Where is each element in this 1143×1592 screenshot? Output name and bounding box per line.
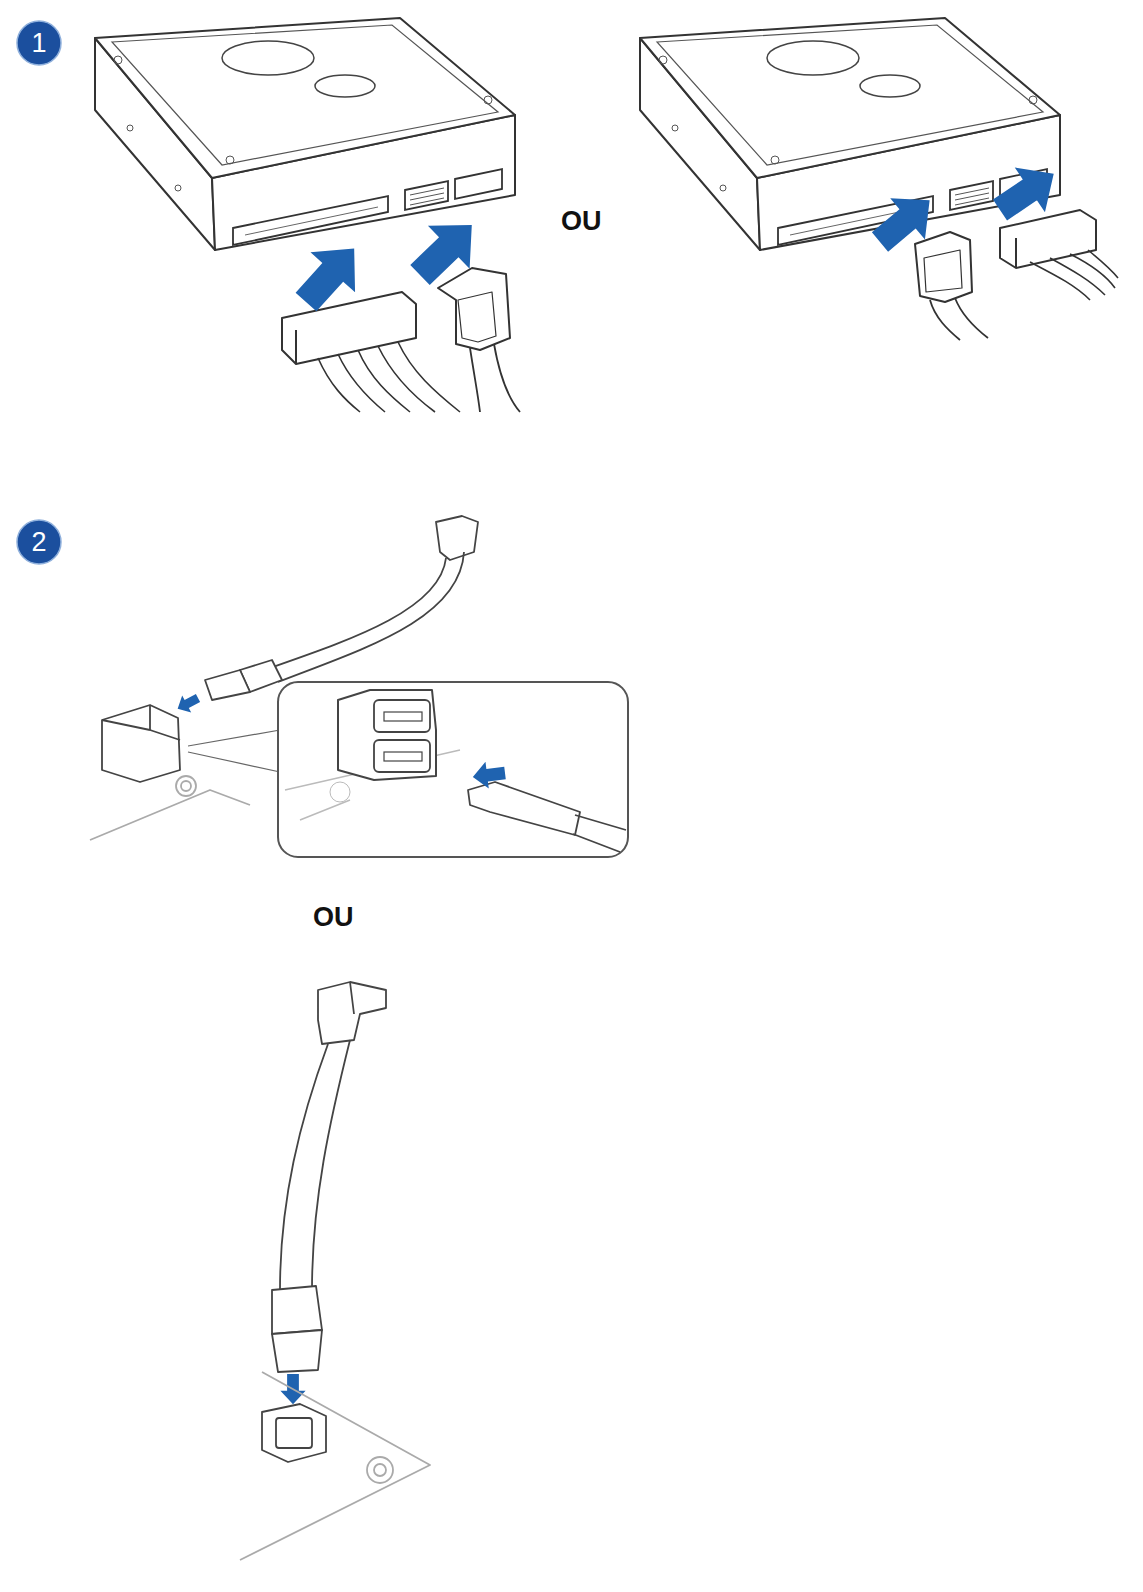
callout-circle: 2: [16, 519, 62, 565]
sata-power-plug: [282, 292, 460, 412]
insert-arrow: [863, 180, 947, 263]
hard-drive: [640, 18, 1060, 250]
insert-arrow: [471, 760, 506, 791]
or-label: OU: [561, 206, 602, 237]
sata-data-plug: [915, 232, 988, 340]
insert-arrow: [399, 203, 492, 296]
molex-power-plug: [1000, 210, 1118, 300]
motherboard-sata-port: [90, 705, 280, 840]
sata-data-plug: [438, 268, 520, 412]
sata-cable: [205, 516, 478, 700]
or-label: OU: [313, 902, 354, 933]
insert-arrow: [173, 690, 202, 718]
callout-number: 1: [16, 20, 62, 66]
callout-number: 2: [16, 519, 62, 565]
callout-circle: 1: [16, 20, 62, 66]
sata-cable: [272, 982, 386, 1372]
insert-arrow: [284, 228, 377, 322]
motherboard-sata-port: [240, 1372, 430, 1560]
callout-circle-fill: [17, 520, 61, 564]
insert-arrow: [985, 151, 1069, 232]
detail-inset: [278, 682, 628, 857]
callout-circle-fill: [17, 21, 61, 65]
hard-drive: [95, 18, 515, 250]
